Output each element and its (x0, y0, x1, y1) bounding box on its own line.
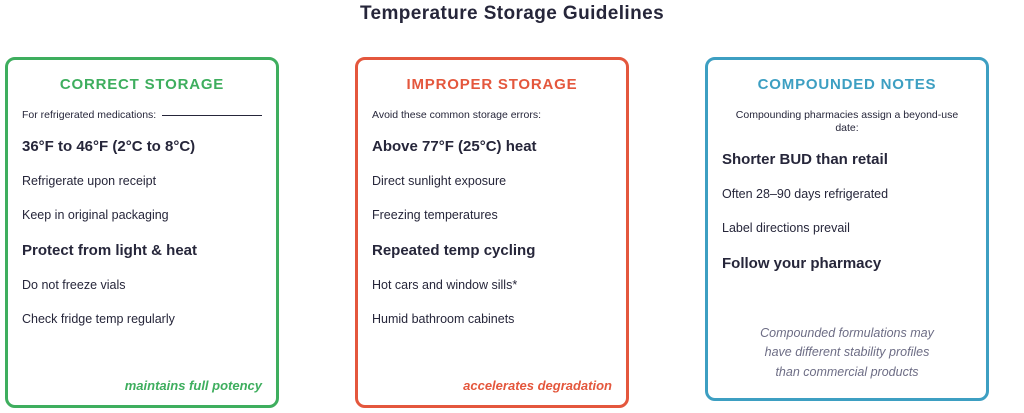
intro-divider-line (162, 115, 262, 117)
note-line: have different stability profiles (764, 345, 930, 360)
correct-storage-header: CORRECT STORAGE (59, 76, 225, 93)
improper-storage-footer: accelerates degradation (463, 378, 612, 393)
storage-line: Above 77°F (25°C) heat (372, 138, 537, 156)
correct-storage-lines: 36°F to 46°F (2°C to 8°C) Refrigerate upo… (22, 138, 262, 327)
correct-storage-intro-text: For refrigerated medications: (22, 109, 157, 121)
improper-storage-header: IMPROPER STORAGE (406, 76, 578, 93)
compounded-notes-header: COMPOUNDED NOTES (757, 76, 937, 93)
improper-storage-box: IMPROPER STORAGE Avoid these common stor… (355, 57, 629, 408)
compounded-disclaimer-note: Compounded formulations may have differen… (708, 324, 986, 382)
storage-line: Repeated temp cycling (372, 242, 536, 260)
compounded-notes-intro-text: Compounding pharmacies assign a beyond-u… (735, 109, 959, 135)
storage-line: Keep in original packaging (22, 208, 169, 223)
storage-line: Direct sunlight exposure (372, 174, 507, 189)
storage-line: Label directions prevail (722, 221, 850, 236)
note-line: Compounded formulations may (760, 325, 934, 340)
correct-storage-box: CORRECT STORAGE For refrigerated medicat… (5, 57, 279, 408)
compounded-notes-intro: Compounding pharmacies assign a beyond-u… (722, 109, 972, 135)
storage-line: Follow your pharmacy (722, 255, 882, 273)
storage-line: Hot cars and window sills* (372, 278, 518, 293)
note-line: than commercial products (775, 364, 919, 379)
storage-line: Humid bathroom cabinets (372, 312, 515, 327)
compounded-notes-box: COMPOUNDED NOTES Compounding pharmacies … (705, 57, 989, 401)
storage-line: Do not freeze vials (22, 278, 126, 293)
correct-storage-footer: maintains full potency (124, 378, 262, 393)
storage-line: Protect from light & heat (22, 242, 198, 260)
correct-storage-intro: For refrigerated medications: (22, 109, 262, 122)
storage-line: Refrigerate upon receipt (22, 174, 157, 189)
storage-line: Shorter BUD than retail (722, 151, 888, 169)
storage-line: Freezing temperatures (372, 208, 498, 223)
improper-storage-intro: Avoid these common storage errors: (372, 109, 612, 122)
improper-storage-intro-text: Avoid these common storage errors: (372, 109, 542, 121)
storage-line: Often 28–90 days refrigerated (722, 187, 889, 202)
page-title: Temperature Storage Guidelines (359, 3, 665, 24)
storage-line: 36°F to 46°F (2°C to 8°C) (22, 138, 196, 156)
storage-line: Check fridge temp regularly (22, 312, 175, 327)
